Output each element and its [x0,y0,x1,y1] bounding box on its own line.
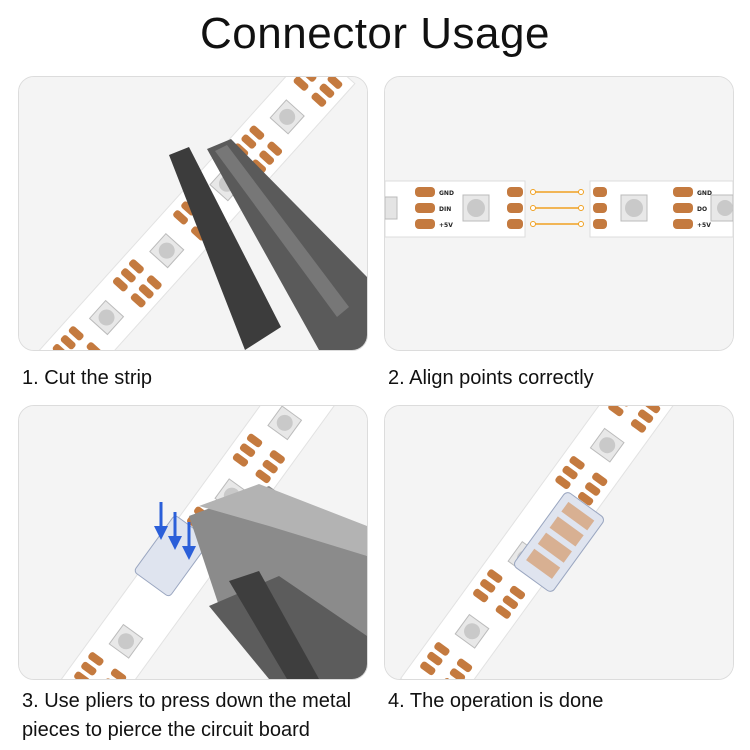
pad-label-5v: +5V [439,222,453,229]
left-strip-piece: GND DIN +5V [385,180,526,238]
step-3-image [18,405,368,680]
press-arrows [154,502,196,560]
scissors-icon [169,139,367,350]
pad-label-gnd: GND [439,190,454,197]
pad-label-5v-right: +5V [697,222,711,229]
connector-clip [514,492,604,592]
alignment-guides [530,189,584,227]
step-3-caption: 3. Use pliers to press down the metal pi… [22,690,352,741]
right-strip-piece: GND DO +5V [589,180,733,238]
pliers-icon [189,484,367,679]
page-title: Connector Usage [200,9,550,58]
pad-label-gnd-right: GND [697,190,712,197]
step-1-caption: 1. Cut the strip [22,367,153,389]
step-1-image [18,76,368,351]
step-4-caption: 4. The operation is done [388,690,604,712]
pad-label-din: DIN [439,206,451,213]
step-2-caption: 2. Align points correctly [388,367,594,389]
step-4-image [384,405,734,680]
pad-label-do-right: DO [697,206,707,213]
step-2-image: GND DIN +5V [384,76,734,351]
